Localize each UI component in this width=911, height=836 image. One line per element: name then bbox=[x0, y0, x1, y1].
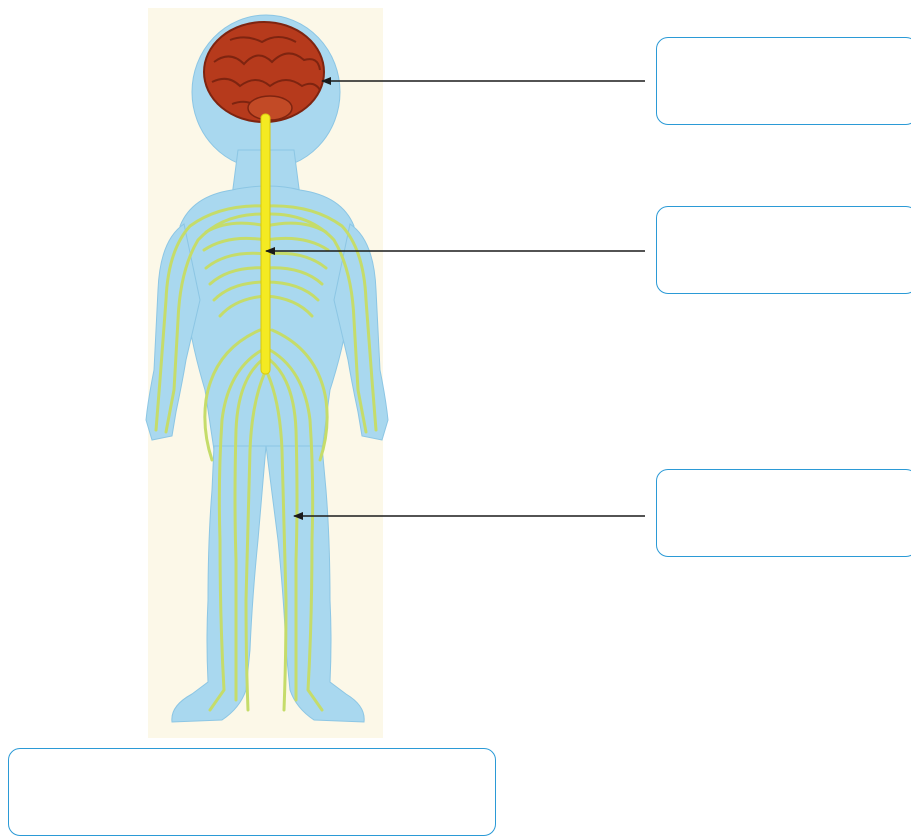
label-box-system-name[interactable] bbox=[8, 748, 496, 836]
spinal-cord bbox=[261, 114, 270, 374]
label-box-nerves[interactable] bbox=[656, 469, 911, 557]
label-box-brain[interactable] bbox=[656, 37, 911, 125]
brain bbox=[204, 22, 324, 122]
label-box-spinal-cord[interactable] bbox=[656, 206, 911, 294]
